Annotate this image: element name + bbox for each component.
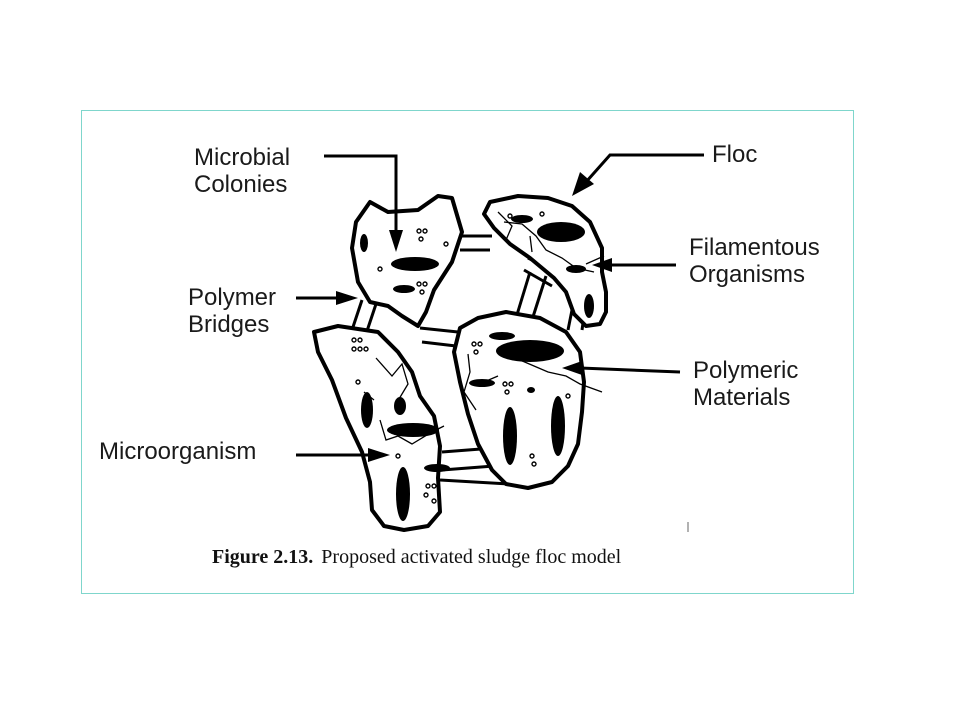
figure-caption: Figure 2.13. Proposed activated sludge fl… xyxy=(212,546,621,569)
label-floc: Floc xyxy=(712,141,758,168)
floc-bottom-right xyxy=(452,310,586,490)
bridge-center-1 xyxy=(419,326,459,334)
label-filamentous-organisms: Filamentous Organisms xyxy=(689,234,820,288)
callouts xyxy=(296,153,704,462)
figure-caption-text: Proposed activated sludge floc model xyxy=(321,546,622,568)
microorganisms xyxy=(360,215,594,521)
bridge-center-2 xyxy=(421,340,457,348)
bridge-left-1 xyxy=(350,299,364,331)
filaments xyxy=(363,211,605,445)
bridge-mid-1 xyxy=(514,271,532,319)
small-cells xyxy=(351,211,571,504)
label-microorganism: Microorganism xyxy=(99,438,257,465)
bridge-mid-2 xyxy=(530,275,548,321)
label-polymer-bridges: Polymer Bridges xyxy=(188,284,277,338)
label-polymeric-materials: Polymeric Materials xyxy=(693,357,799,411)
figure-number: Figure 2.13. xyxy=(212,546,314,568)
polymer-bridges xyxy=(350,234,588,486)
bridge-bottom-2 xyxy=(441,464,495,472)
bridge-bottom-3 xyxy=(439,478,511,486)
label-microbial-colonies: Microbial Colonies xyxy=(194,144,291,198)
